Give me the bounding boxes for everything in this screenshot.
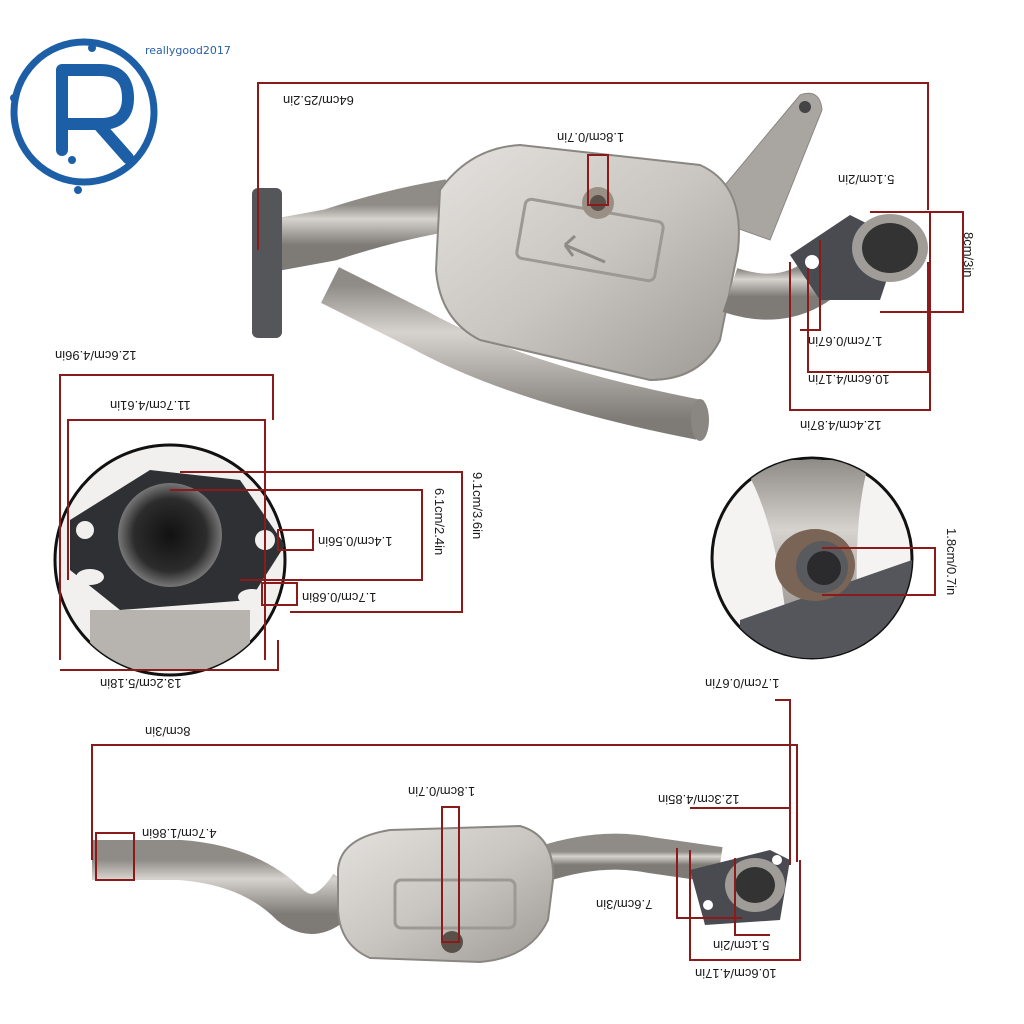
label-flange-width: 12.4cm/4.87in [800,418,882,433]
label-bottom-overall-length: 8cm/3in [145,724,191,739]
label-flange-small-hole: 1.4cm/0.56in [318,534,393,549]
label-bottom-bolt-hole: 1.7cm/0.67in [705,676,780,691]
label-bottom-flange-width: 12.3cm/4.85in [658,792,740,807]
label-flange-bore: 6.1cm/2.4in [432,488,447,556]
brand-logo [10,38,158,194]
dimension-lines [59,82,964,961]
label-outlet-diameter: 5.1cm/2in [838,172,895,187]
label-sensor-port: 1.8cm/0.7in [557,130,625,145]
label-bolt-hole: 1.7cm/0.67in [808,334,883,349]
label-bottom-outlet-height: 7.6cm/3in [596,897,653,912]
brand-watermark: reallygood2017 [145,44,231,57]
label-bottom-sensor-port: 1.8cm/0.7in [408,784,476,799]
converter-top-view [252,92,928,441]
label-inlet-diameter: 4.7cm/1.86in [142,826,217,841]
label-outlet-height: 8cm/3in [961,232,976,278]
label-flange-bottom-width: 13.2cm/5.18in [100,676,182,691]
label-flange-overall-width: 12.6cm/4.96in [55,348,137,363]
label-flange-large-hole: 1.7cm/0.68in [302,590,377,605]
label-flange-overall-height: 9.1cm/3.6in [470,472,485,540]
label-overall-length: 64cm/25.2in [283,93,354,108]
label-flange-bolt-span: 11.7cm/4.61in [110,398,191,413]
label-bottom-flange-hole-span: 10.6cm/4.17in [695,966,777,981]
label-bottom-outlet-diameter: 5.1cm/2in [713,938,770,953]
label-port-diameter: 1.8cm/0.7in [944,528,959,596]
label-flange-hole-span: 10.6cm/4.17in [808,372,890,387]
port-detail-circle [710,456,914,660]
converter-bottom-view [92,824,790,964]
flange-detail-circle [53,443,287,677]
